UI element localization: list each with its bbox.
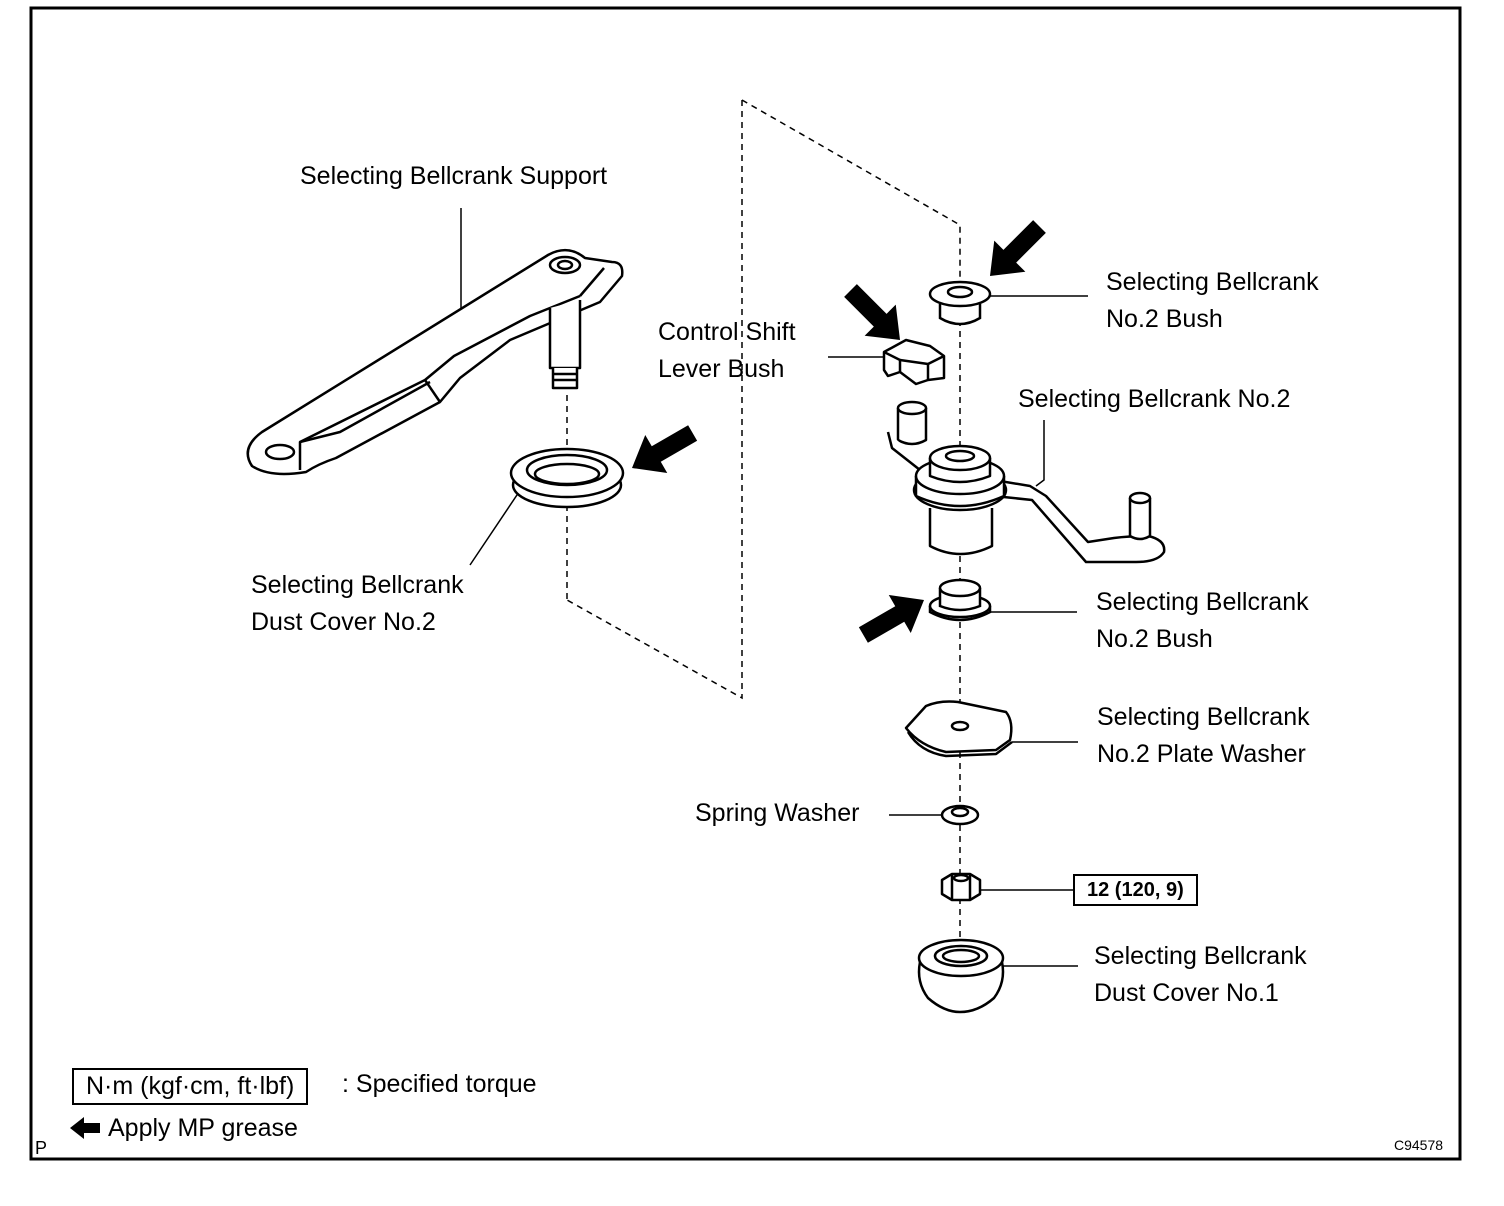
grease-arrow-icon	[844, 284, 900, 340]
label-bellcrank-support: Selecting Bellcrank Support	[300, 162, 608, 190]
corner-letter: P	[35, 1138, 48, 1158]
label-bellcrank-no2: Selecting Bellcrank No.2	[1018, 385, 1291, 413]
label-plate-washer-line1: Selecting Bellcrank	[1097, 703, 1310, 731]
label-dust-cover-no2-line2: Dust Cover No.2	[251, 608, 436, 636]
label-bush-top-line1: Selecting Bellcrank	[1106, 268, 1319, 296]
label-bush-bottom-line2: No.2 Bush	[1096, 625, 1213, 653]
bush-top-part	[928, 280, 992, 326]
label-dust-cover-no1-line1: Selecting Bellcrank	[1094, 942, 1307, 970]
legend-grease-text: Apply MP grease	[108, 1114, 298, 1142]
control-shift-lever-bush-part	[882, 338, 946, 386]
label-bush-top-line2: No.2 Bush	[1106, 305, 1223, 333]
label-dust-cover-no1-line2: Dust Cover No.1	[1094, 979, 1279, 1007]
grease-arrow-icon	[632, 425, 698, 474]
label-shift-bush-line1: Control Shift	[658, 318, 796, 346]
diagram-frame	[29, 6, 1462, 1161]
label-shift-bush-line2: Lever Bush	[658, 355, 785, 383]
legend-torque-unit-box: N·m (kgf·cm, ft·lbf)	[72, 1068, 309, 1105]
label-dust-cover-no2-line1: Selecting Bellcrank	[251, 571, 464, 599]
plate-washer-part	[904, 700, 1013, 758]
grease-arrow-icon	[858, 594, 924, 643]
bush-bottom-part	[928, 578, 992, 622]
legend-torque-text: : Specified torque	[342, 1070, 537, 1098]
grease-arrow-icon	[990, 220, 1046, 276]
spring-washer-part	[940, 804, 980, 826]
bellcrank-support-part	[246, 249, 624, 476]
legend-grease-arrow-icon	[70, 1117, 100, 1139]
label-plate-washer-line2: No.2 Plate Washer	[1097, 740, 1306, 768]
torque-value-box: 12 (120, 9)	[1073, 874, 1198, 906]
label-bush-bottom-line1: Selecting Bellcrank	[1096, 588, 1309, 616]
figure-code: C94578	[1394, 1137, 1444, 1153]
bellcrank-no2-part	[886, 400, 1166, 564]
dust-cover-no2-part	[509, 447, 625, 509]
leader-lines	[460, 208, 1088, 967]
nut-part	[940, 872, 982, 902]
grease-arrows	[632, 220, 1046, 643]
label-spring-washer: Spring Washer	[695, 799, 860, 827]
dust-cover-no1-part	[917, 938, 1005, 1014]
